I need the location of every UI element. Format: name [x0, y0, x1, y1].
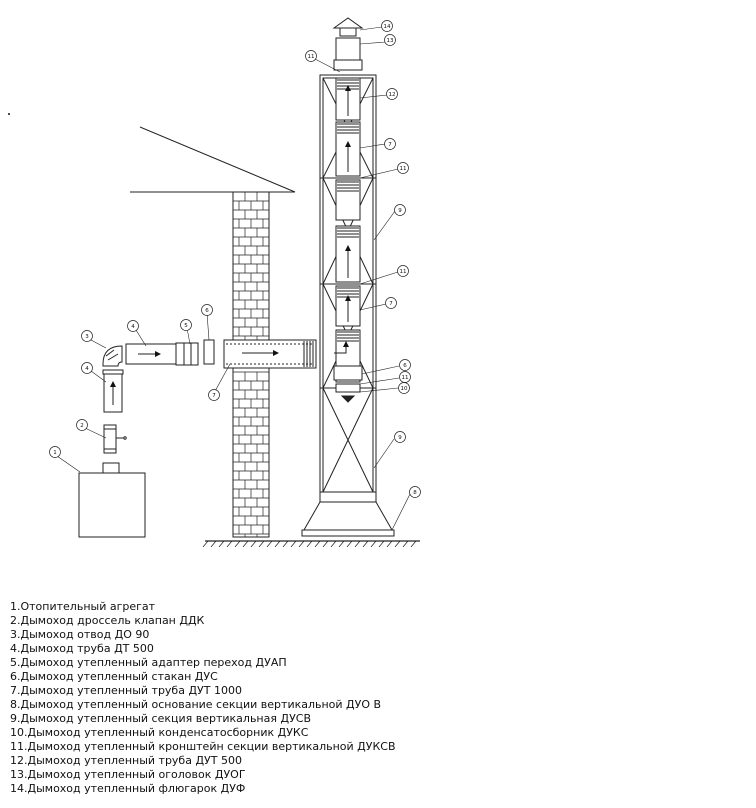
insulated-pipe-through-wall [223, 339, 317, 369]
vertical-insulated-pipes [335, 77, 361, 383]
legend-item: 8.Дымоход утепленный основание секции ве… [10, 698, 382, 711]
callout-number: 13 [387, 38, 394, 44]
legend-item: 11.Дымоход утепленный кронштейн секции в… [10, 740, 396, 753]
callout-number: 14 [384, 24, 391, 30]
callout-5: 5 [180, 319, 192, 331]
callout-7: 7 [384, 138, 396, 150]
legend-item: 9.Дымоход утепленный секция вертикальная… [10, 712, 312, 725]
callout-6: 6 [201, 304, 213, 316]
legend-item: 3.Дымоход отвод ДО 90 [10, 628, 150, 641]
callout-number: 2 [80, 423, 84, 429]
tower-base [301, 491, 395, 537]
callout-number: 11 [400, 166, 407, 172]
callout-11: 11 [397, 265, 409, 277]
callout-12: 12 [386, 88, 398, 100]
callout-number: 7 [388, 142, 392, 148]
callout-number: 9 [398, 208, 402, 214]
callout-number: 1 [53, 450, 57, 456]
insulated-cup [203, 339, 215, 365]
chimney-cap [333, 37, 363, 71]
flow-arrows [334, 85, 351, 354]
callout-number: 3 [85, 334, 89, 340]
callout-number: 12 [389, 92, 396, 98]
callout-11: 11 [397, 162, 409, 174]
callout-number: 11 [402, 375, 409, 381]
callout-number: 8 [413, 490, 417, 496]
damper-valve [103, 424, 127, 454]
callout-6: 6 [399, 359, 411, 371]
pipe-500-horizontal [125, 342, 185, 366]
legend-item: 5.Дымоход утепленный адаптер переход ДУА… [10, 656, 287, 669]
legend-item: 4.Дымоход труба ДТ 500 [10, 642, 154, 655]
legend-item: 14.Дымоход утепленный флюгарок ДУФ [10, 782, 246, 795]
callout-number: 7 [389, 301, 393, 307]
callout-4: 4 [127, 320, 139, 332]
callout-number: 11 [400, 269, 407, 275]
callout-10: 10 [398, 382, 410, 394]
callout-number: 4 [85, 366, 89, 372]
callout-number: 9 [398, 435, 402, 441]
callout-number: 6 [205, 308, 209, 314]
ground-line [202, 540, 420, 548]
callout-8: 8 [409, 486, 421, 498]
callout-number: 5 [184, 323, 188, 329]
legend-item: 2.Дымоход дроссель клапан ДДК [10, 614, 205, 627]
legend-item: 6.Дымоход утепленный стакан ДУС [10, 670, 218, 683]
legend-item: 13.Дымоход утепленный оголовок ДУОГ [10, 768, 246, 781]
callout-11: 11 [305, 50, 317, 62]
callout-number: 4 [131, 324, 135, 330]
roof [130, 126, 296, 193]
elbow-90 [102, 345, 123, 367]
callout-11: 11 [399, 371, 411, 383]
callout-3: 3 [81, 330, 93, 342]
callout-9: 9 [394, 204, 406, 216]
condensate-collector [333, 365, 363, 403]
callout-13: 13 [384, 34, 396, 46]
callout-number: 6 [403, 363, 407, 369]
callout-2: 2 [76, 419, 88, 431]
legend-item: 12.Дымоход утепленный труба ДУТ 500 [10, 754, 242, 767]
insulated-adapter [183, 342, 199, 366]
legend-item: 7.Дымоход утепленный труба ДУТ 1000 [10, 684, 242, 697]
callout-7: 7 [385, 297, 397, 309]
legend-item: 10.Дымоход утепленный конденсатосборник … [10, 726, 309, 739]
heating-unit [78, 462, 146, 538]
callout-14: 14 [381, 20, 393, 32]
callout-9: 9 [394, 431, 406, 443]
callout-number: 11 [308, 54, 315, 60]
leader-lines [56, 26, 411, 531]
pipe-500-vertical [102, 369, 124, 413]
callout-number: 10 [401, 386, 408, 392]
callout-7: 7 [208, 389, 220, 401]
callout-4: 4 [81, 362, 93, 374]
callout-number: 7 [212, 393, 216, 399]
callout-1: 1 [49, 446, 61, 458]
weather-vane [332, 17, 364, 37]
stray-dot [8, 113, 10, 115]
legend-item: 1.Отопительный агрегат [10, 600, 156, 613]
